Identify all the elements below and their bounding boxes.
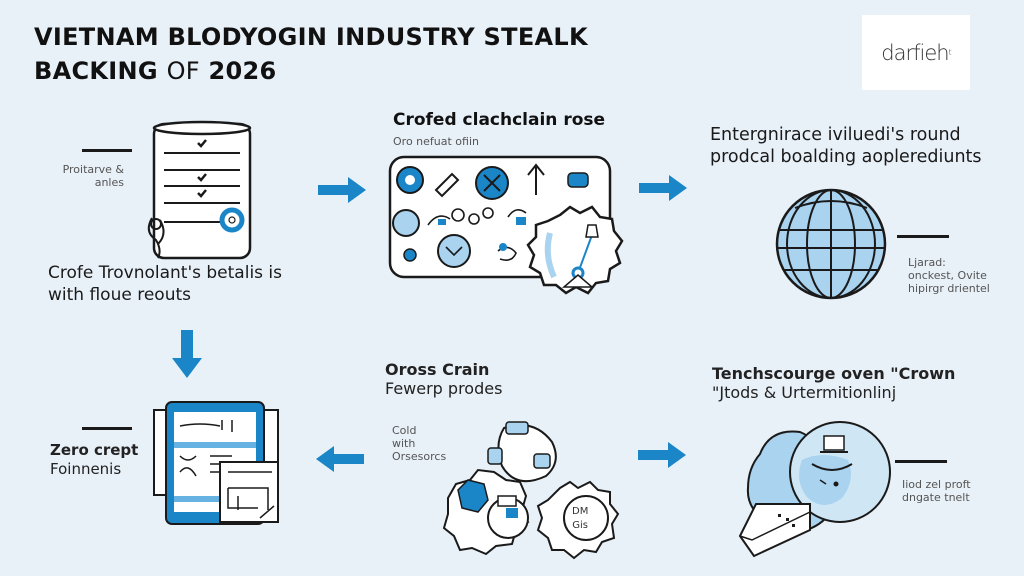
arrow-step1-to-step4 <box>172 330 202 378</box>
step3-side-label-line1: Ljarad: <box>908 256 946 269</box>
logo-superscript: t <box>948 48 952 57</box>
step6-text: Tenchscourge oven "Crown "Jtods & Urterm… <box>712 364 955 402</box>
step1-caption: Crofe Trovnolant's betalis is with floue… <box>48 262 282 306</box>
step6-side-label: Iiod zel proft dngate tnelt <box>902 478 971 504</box>
step3-side-label-line3: hipirgr drientel <box>908 282 990 295</box>
step6-side-label-line2: dngate tnelt <box>902 491 970 504</box>
step6-side-label-line1: Iiod zel proft <box>902 478 971 491</box>
arrow-step1-to-step2 <box>318 177 366 203</box>
arrow-step2-to-step3 <box>639 175 687 201</box>
step6-heading: Tenchscourge oven "Crown <box>712 364 956 383</box>
step2-subheading: Oro nefuat ofiin <box>393 135 479 148</box>
cross-chain-gears-icon <box>442 421 620 560</box>
page-title: VIETNAM BLODYOGIN INDUSTRY STEALK BACKIN… <box>34 20 588 88</box>
step1-side-label-line1: Proitarve & <box>62 163 124 176</box>
step5-side-label-line1: Cold <box>392 424 417 437</box>
title-line-1: VIETNAM BLODYOGIN INDUSTRY STEALK <box>34 23 588 51</box>
step5-text: Oross Crain Fewerp prodes <box>385 360 502 398</box>
step1-caption-line1: Crofe Trovnolant's betalis is <box>48 263 283 283</box>
tablet-documents-icon <box>153 401 279 525</box>
step5-side-label: Cold with Orsesorcs <box>392 424 446 463</box>
step5-gear-label-line2: Gis <box>572 520 589 531</box>
title-backing: BACKING <box>34 57 158 85</box>
step3-heading-line2: prodcal boalding aoplerediunts <box>710 147 982 167</box>
globe-icon <box>775 188 887 300</box>
step2-heading: Crofed clachclain rose <box>393 110 606 130</box>
globe-character-icon <box>738 421 891 558</box>
step5-heading: Oross Crain <box>385 360 490 379</box>
arrow-step5-to-step4 <box>316 446 364 472</box>
logo-text: darfieh <box>881 40 949 65</box>
title-year: 2026 <box>208 57 277 85</box>
step1-side-label-line2: anles <box>94 176 124 189</box>
step3-heading: Entergnirace iviluedi's round prodcal bo… <box>710 124 982 168</box>
step4-subheading: Foinnenis <box>50 460 122 478</box>
arrow-step5-to-step6 <box>638 442 686 468</box>
step3-side-label-line2: onckest, Ovite <box>908 269 987 282</box>
step1-side-label: Proitarve & anles <box>58 163 124 189</box>
step4-text: Zero crept Foinnenis <box>50 441 138 479</box>
step3-rule <box>897 235 949 238</box>
step5-side-label-line3: Orsesorcs <box>392 450 447 463</box>
step3-heading-line1: Entergnirace iviluedi's round <box>710 125 961 145</box>
step5-subheading: Fewerp prodes <box>385 379 503 398</box>
step5-side-label-line2: with <box>392 437 416 450</box>
step3-side-label: Ljarad: onckest, Ovite hipirgr drientel <box>908 256 990 295</box>
title-line-2: BACKING OF 2026 <box>34 54 588 88</box>
checklist-scroll-icon <box>147 120 252 260</box>
step4-rule <box>82 427 132 430</box>
step5-gear-label: DM Gis <box>572 505 588 533</box>
step6-rule <box>895 460 947 463</box>
step1-caption-line2: with floue reouts <box>48 285 191 305</box>
step4-heading: Zero crept <box>50 441 139 459</box>
blockchain-icon-grid-with-gear <box>388 155 624 295</box>
step5-gear-label-line1: DM <box>572 506 589 517</box>
step1-rule <box>82 149 132 152</box>
title-of: OF <box>166 57 200 85</box>
step6-subheading: "Jtods & Urtermitionlinj <box>712 383 897 402</box>
